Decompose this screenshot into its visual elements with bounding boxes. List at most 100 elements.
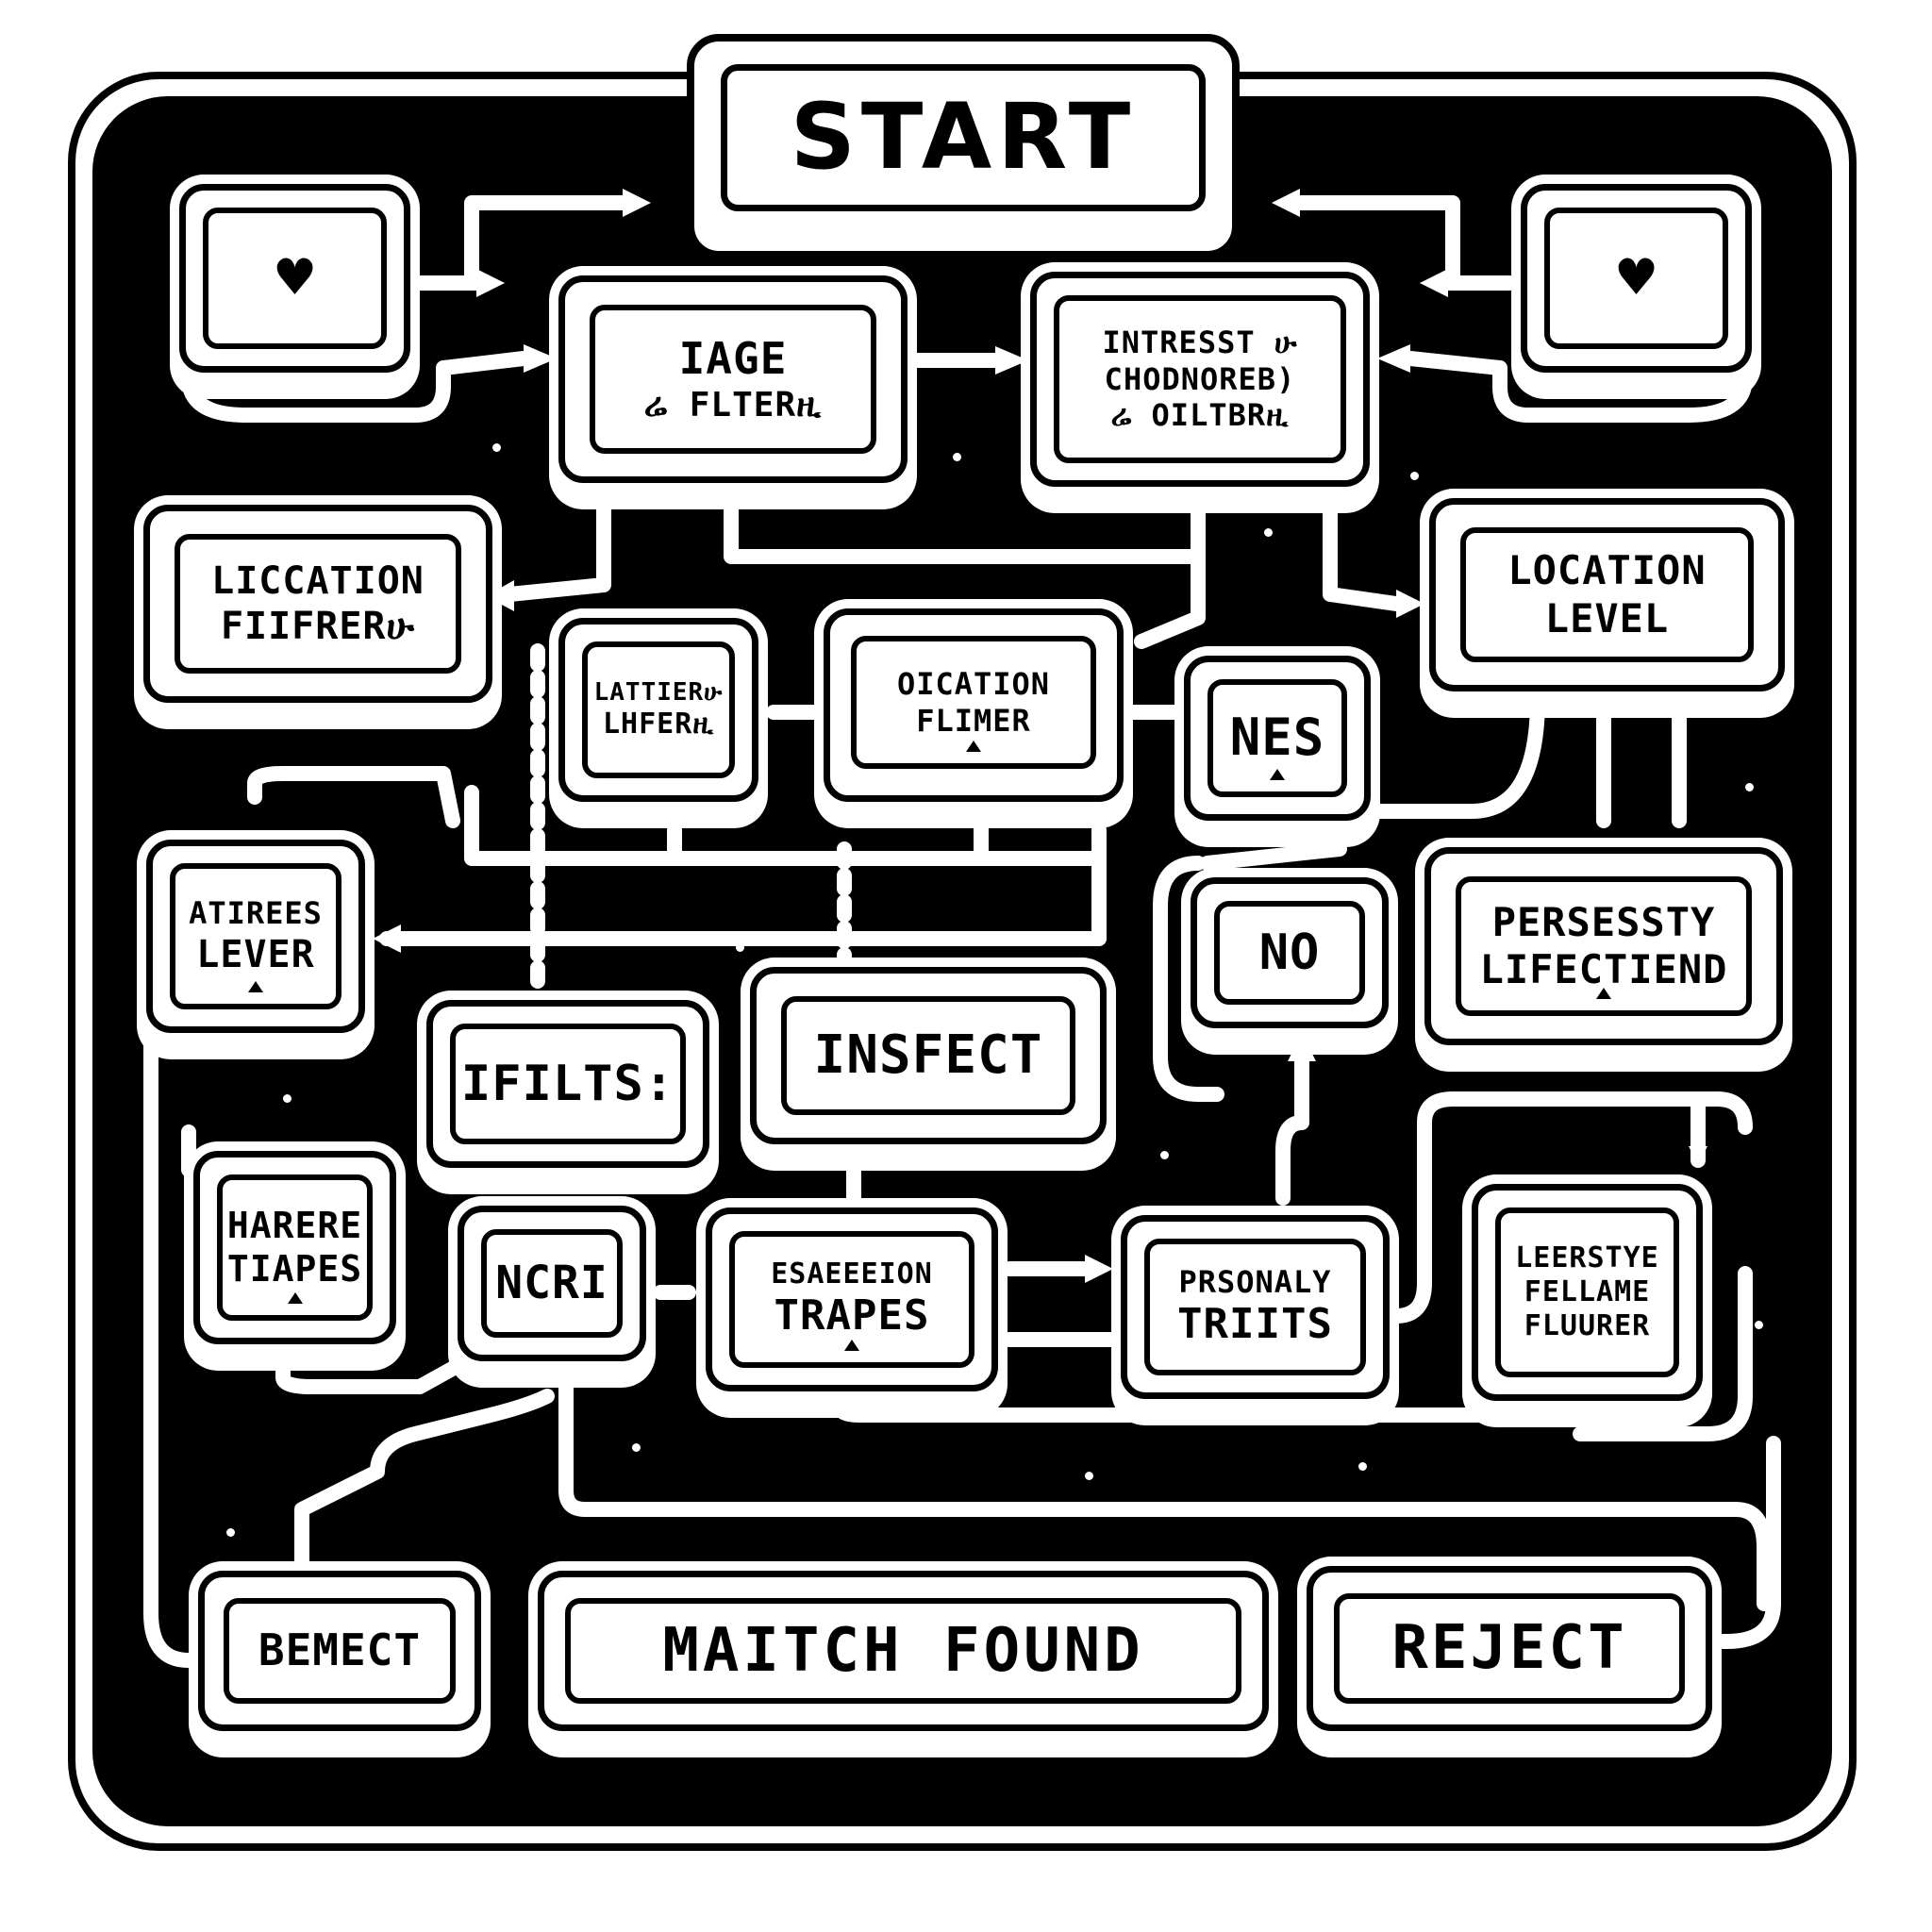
location-filter-center-frame: OICATION FLIMER xyxy=(851,636,1096,769)
persessty-frame: PERSESSTY LIFECTIEND xyxy=(1456,876,1752,1016)
ifilts-node[interactable]: IFILTS: xyxy=(426,1000,709,1168)
interest-line1: INTRESST ሁ xyxy=(1102,325,1298,361)
pointer-marker xyxy=(248,981,263,992)
no-label: NO xyxy=(1258,924,1321,981)
location-level-node[interactable]: LOCATION LEVEL xyxy=(1429,498,1785,691)
interest-line2: CHODNOREB) xyxy=(1104,360,1296,397)
left-heart-card[interactable]: ♥ xyxy=(179,184,410,373)
location-filter-left-line2: FIIFRERሁ xyxy=(220,605,416,648)
harere-tiapes-line1: HARERE xyxy=(226,1204,363,1246)
match-found-node[interactable]: MAITCH FOUND xyxy=(538,1571,1269,1731)
start-node-inner: START xyxy=(721,64,1206,211)
location-filter-center-line2: FLIMER xyxy=(916,702,1031,739)
personaly-line1: PRSONALY xyxy=(1178,1263,1332,1300)
decor-dot xyxy=(226,1528,235,1537)
heart-icon: ♥ xyxy=(276,243,313,313)
insfect-label: INSFECT xyxy=(813,1024,1043,1087)
match-found-label: MAITCH FOUND xyxy=(662,1615,1144,1686)
decor-dot xyxy=(1410,472,1419,480)
interest-frame: INTRESST ሁ CHODNOREB) ሬ OILTBRዚ xyxy=(1054,295,1346,463)
bemect-node[interactable]: BEMECT xyxy=(198,1571,481,1731)
decor-dot xyxy=(1358,1462,1367,1471)
lattier-line1: LATTIERሁ xyxy=(593,677,724,707)
no-frame: NO xyxy=(1214,901,1365,1005)
personaly-line2: TRIITS xyxy=(1177,1300,1333,1349)
insfect-frame: INSFECT xyxy=(781,996,1075,1115)
location-level-frame: LOCATION LEVEL xyxy=(1460,527,1754,662)
right-heart-card[interactable]: ♥ xyxy=(1521,184,1752,373)
decor-dot xyxy=(1085,1472,1093,1480)
location-filter-center-line1: OICATION xyxy=(896,666,1051,703)
decor-dot xyxy=(492,443,501,452)
harere-tiapes-frame: HARERE TIAPES xyxy=(217,1174,373,1321)
decor-dot xyxy=(953,453,961,461)
personaly-frame: PRSONALY TRIITS xyxy=(1144,1239,1366,1375)
pointer-marker xyxy=(1596,988,1611,999)
bemect-label: BEMECT xyxy=(258,1624,422,1676)
pointer-marker xyxy=(844,1340,859,1351)
leerstye-line2: FELLAME xyxy=(1524,1275,1651,1308)
right-heart-frame: ♥ xyxy=(1544,208,1728,349)
leerstye-line3: FLUURER xyxy=(1524,1309,1651,1342)
age-filter-line1: IAGE xyxy=(678,332,788,384)
left-heart-frame: ♥ xyxy=(203,208,387,349)
interest-node[interactable]: INTRESST ሁ CHODNOREB) ሬ OILTBRዚ xyxy=(1030,272,1370,487)
decor-dot xyxy=(1160,1151,1169,1159)
location-level-line2: LEVEL xyxy=(1544,594,1670,641)
leerstye-frame: LEERSTYE FELLAME FLUURER xyxy=(1495,1208,1679,1377)
persessty-line1: PERSESSTY xyxy=(1491,898,1716,945)
leerstye-node[interactable]: LEERSTYE FELLAME FLUURER xyxy=(1472,1184,1703,1401)
reject-frame: REJECT xyxy=(1334,1593,1685,1704)
personaly-node[interactable]: PRSONALY TRIITS xyxy=(1121,1215,1390,1399)
pointer-marker xyxy=(966,741,981,752)
bemect-frame: BEMECT xyxy=(224,1598,456,1704)
location-filter-left-frame: LICCATION FIIFRERሁ xyxy=(175,534,461,674)
location-filter-left-line1: LICCATION xyxy=(211,559,425,603)
persessty-node[interactable]: PERSESSTY LIFECTIEND xyxy=(1424,847,1783,1045)
decor-dot xyxy=(736,943,744,952)
lattier-frame: LATTIERሁ LHFERዚ xyxy=(582,641,735,778)
atirees-lever-line2: LEVER xyxy=(196,932,315,976)
location-filter-center-node[interactable]: OICATION FLIMER xyxy=(824,608,1124,802)
insfect-node[interactable]: INSFECT xyxy=(750,967,1107,1144)
esaseeion-node[interactable]: ESAEEEION TRAPES xyxy=(706,1208,998,1391)
ncri-label: NCRI xyxy=(495,1256,608,1309)
age-filter-frame: IAGE ሬ FLTERዚ xyxy=(590,305,876,454)
ncri-node[interactable]: NCRI xyxy=(458,1206,646,1361)
nes-label: NES xyxy=(1229,708,1325,768)
decor-dot xyxy=(1264,528,1273,537)
location-filter-left-node[interactable]: LICCATION FIIFRERሁ xyxy=(143,505,492,703)
decor-dot xyxy=(283,1094,291,1103)
harere-tiapes-line2: TIAPES xyxy=(226,1247,363,1290)
atirees-lever-frame: ATIREES LEVER xyxy=(170,863,341,1009)
no-node[interactable]: NO xyxy=(1191,877,1389,1028)
decor-dot xyxy=(1745,783,1754,791)
leerstye-line1: LEERSTYE xyxy=(1515,1241,1659,1274)
nes-node[interactable]: NES xyxy=(1184,656,1371,821)
interest-line3: ሬ OILTBRዚ xyxy=(1110,397,1290,434)
esaseeion-line2: TRAPES xyxy=(774,1291,930,1341)
pointer-marker xyxy=(1270,769,1285,780)
age-filter-node[interactable]: IAGE ሬ FLTERዚ xyxy=(558,275,908,483)
persessty-line2: LIFECTIEND xyxy=(1479,946,1728,992)
lattier-node[interactable]: LATTIERሁ LHFERዚ xyxy=(558,618,758,802)
esaseeion-frame: ESAEEEION TRAPES xyxy=(729,1231,974,1368)
age-filter-line2: ሬ FLTERዚ xyxy=(643,386,823,425)
decor-dot xyxy=(632,1443,641,1452)
ifilts-frame: IFILTS: xyxy=(450,1024,686,1144)
location-level-line1: LOCATION xyxy=(1507,547,1707,594)
harere-tiapes-node[interactable]: HARERE TIAPES xyxy=(193,1151,396,1344)
start-node[interactable]: START xyxy=(687,34,1240,258)
esaseeion-line1: ESAEEEION xyxy=(771,1257,933,1291)
atirees-lever-node[interactable]: ATIREES LEVER xyxy=(146,840,365,1033)
heart-icon: ♥ xyxy=(1618,243,1655,313)
pointer-marker xyxy=(287,1292,303,1304)
ifilts-label: IFILTS: xyxy=(460,1055,675,1112)
reject-label: REJECT xyxy=(1391,1613,1627,1684)
decor-dot xyxy=(1755,1321,1763,1329)
reject-node[interactable]: REJECT xyxy=(1307,1566,1712,1731)
nes-frame: NES xyxy=(1208,679,1347,797)
start-label: START xyxy=(790,84,1137,191)
atirees-lever-line1: ATIREES xyxy=(189,895,323,932)
lattier-line2: LHFERዚ xyxy=(602,708,715,741)
